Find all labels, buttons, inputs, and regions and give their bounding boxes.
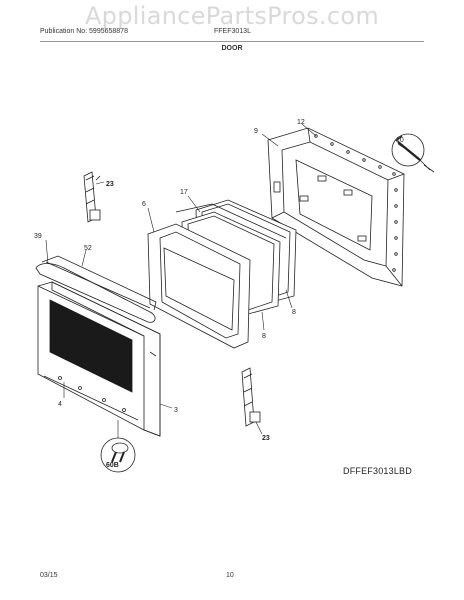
callout-9: 9 bbox=[254, 128, 258, 135]
callout-17: 17 bbox=[180, 189, 188, 196]
model-number: FFEF3013L bbox=[214, 28, 251, 35]
door-hinge-left bbox=[83, 171, 101, 223]
door-handle bbox=[35, 255, 157, 323]
watermark: AppliancePartsPros.com bbox=[84, 2, 380, 30]
callout-23-bottom: 23 bbox=[262, 435, 270, 442]
callout-52: 52 bbox=[84, 245, 92, 252]
callout-8-left: 8 bbox=[262, 333, 266, 340]
callout-4: 4 bbox=[58, 401, 62, 408]
page-number: 10 bbox=[226, 572, 234, 579]
section-title: DOOR bbox=[221, 45, 243, 52]
callout-6: 6 bbox=[142, 201, 146, 208]
callout-10: 10 bbox=[396, 137, 404, 144]
footer-date: 03/15 bbox=[40, 572, 58, 579]
outer-door-panel bbox=[37, 281, 161, 437]
callout-8-right: 8 bbox=[292, 309, 296, 316]
callout-23-top: 23 bbox=[106, 181, 114, 188]
callout-3: 3 bbox=[174, 407, 178, 414]
publication-number: Publication No: 5995658878 bbox=[40, 28, 128, 35]
callout-12: 12 bbox=[297, 119, 305, 126]
inner-door-liner bbox=[267, 127, 405, 287]
window-frame bbox=[147, 223, 251, 349]
callout-39: 39 bbox=[34, 233, 42, 240]
screw-detail bbox=[391, 133, 435, 173]
figure-code: DFFEF3013LBD bbox=[343, 466, 412, 476]
leader-lines bbox=[45, 123, 405, 438]
header-rule bbox=[40, 41, 424, 42]
callout-60b: 60B bbox=[106, 462, 119, 469]
door-hinge-right bbox=[241, 367, 261, 427]
